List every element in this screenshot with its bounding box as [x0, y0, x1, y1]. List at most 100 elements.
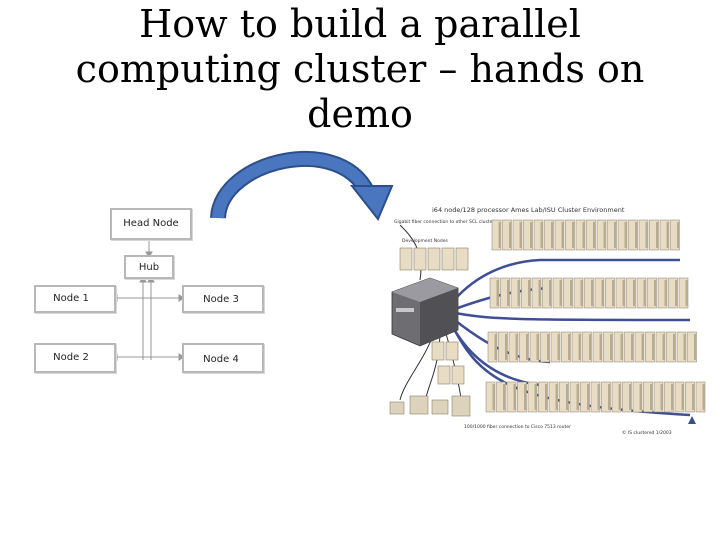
server-unit-side [622, 280, 625, 306]
server-unit [569, 381, 580, 413]
server-unit [565, 219, 575, 251]
server-unit-side [660, 384, 663, 410]
node-4-box: Node 4 [182, 343, 264, 373]
server-unit [529, 331, 540, 363]
server-unit [674, 381, 685, 413]
server-unit [653, 381, 664, 413]
server-unit-side [675, 280, 677, 306]
cluster-photo: i64 node/128 processor Ames Lab/ISU Clus… [389, 206, 706, 436]
server-unit [613, 331, 624, 363]
server-unit [645, 331, 655, 363]
server-unit-side [629, 384, 631, 410]
server-unit [596, 219, 607, 251]
server-unit-side [496, 280, 499, 306]
server-unit [544, 219, 554, 251]
server-unit-side [498, 222, 501, 248]
server-unit [666, 331, 676, 363]
server-unit [664, 381, 674, 413]
photo-fiber-bottom: 100/1000 fiber connection to Cisco 7513 … [464, 424, 571, 430]
server-unit-side [608, 384, 610, 410]
server-unit [523, 219, 533, 251]
server-unit-side [578, 334, 581, 360]
server-unit [605, 277, 615, 309]
server-unit-side [673, 334, 675, 360]
server-unit [563, 277, 573, 309]
server-unit-side [683, 334, 686, 360]
network-switch [391, 277, 459, 347]
server-unit [580, 381, 590, 413]
server-unit-side [631, 334, 633, 360]
server-unit-side [551, 222, 553, 248]
server-unit [582, 331, 592, 363]
server-unit [607, 219, 617, 251]
server-unit-side [524, 384, 526, 410]
server-unit-side [494, 334, 497, 360]
photo-fiber-top: Gigabit fiber connection to other SCL cl… [394, 219, 497, 225]
server-unit-side [513, 384, 516, 410]
server-unit [502, 219, 512, 251]
server-unit-side [507, 280, 509, 306]
server-unit-side [692, 384, 694, 410]
node-2-label: Node 2 [53, 352, 89, 363]
server-unit-side [656, 222, 658, 248]
server-unit-side [641, 334, 644, 360]
node-1-box: Node 1 [34, 285, 116, 313]
server-unit-side [643, 280, 646, 306]
server-unit-side [566, 384, 568, 410]
server-unit [649, 219, 659, 251]
server-unit [678, 277, 689, 309]
server-unit-side [685, 280, 688, 306]
server-unit-side [614, 222, 616, 248]
server-unit [500, 277, 510, 309]
server-unit [554, 219, 565, 251]
logo-icon [688, 416, 696, 424]
server-unit-side [515, 334, 518, 360]
server-unit [559, 381, 569, 413]
server-unit-side [652, 334, 654, 360]
node-4-label: Node 4 [203, 354, 239, 365]
server-unit [634, 331, 645, 363]
server-unit [552, 277, 563, 309]
photo-dev-nodes: Development Nodes [402, 238, 448, 244]
server-unit-side [538, 280, 541, 306]
server-unit [550, 331, 561, 363]
server-unit-side [561, 222, 564, 248]
server-unit [571, 331, 582, 363]
server-unit-side [570, 280, 572, 306]
server-unit [626, 277, 636, 309]
server-unit [659, 219, 670, 251]
server-unit-side [568, 334, 570, 360]
server-unit-side [545, 384, 547, 410]
node-2-box: Node 2 [34, 343, 116, 373]
node-1-label: Node 1 [53, 293, 89, 304]
server-unit-side [509, 222, 511, 248]
server-unit-side [580, 280, 583, 306]
server-unit-side [618, 384, 621, 410]
server-unit [615, 277, 626, 309]
server-unit-side [536, 334, 539, 360]
server-unit-side [555, 384, 558, 410]
server-unit [496, 381, 506, 413]
server-unit [617, 219, 628, 251]
server-unit [506, 381, 517, 413]
server-unit-side [503, 384, 505, 410]
server-unit [632, 381, 643, 413]
head-node-label: Head Node [123, 218, 179, 229]
server-unit-side [517, 280, 520, 306]
server-unit [561, 331, 571, 363]
slide-title: How to build a parallel computing cluste… [20, 2, 700, 137]
node-3-label: Node 3 [203, 294, 239, 305]
storage-units [431, 341, 465, 385]
node-3-box: Node 3 [182, 285, 264, 313]
server-unit [519, 331, 529, 363]
hub-label: Hub [138, 262, 160, 273]
server-unit-side [587, 384, 589, 410]
server-unit-side [664, 280, 667, 306]
server-unit-side [549, 280, 551, 306]
server-unit [512, 219, 523, 251]
server-unit [527, 381, 538, 413]
server-rows [485, 219, 706, 413]
server-unit [676, 331, 687, 363]
server-unit-side [492, 384, 495, 410]
server-unit [668, 277, 678, 309]
